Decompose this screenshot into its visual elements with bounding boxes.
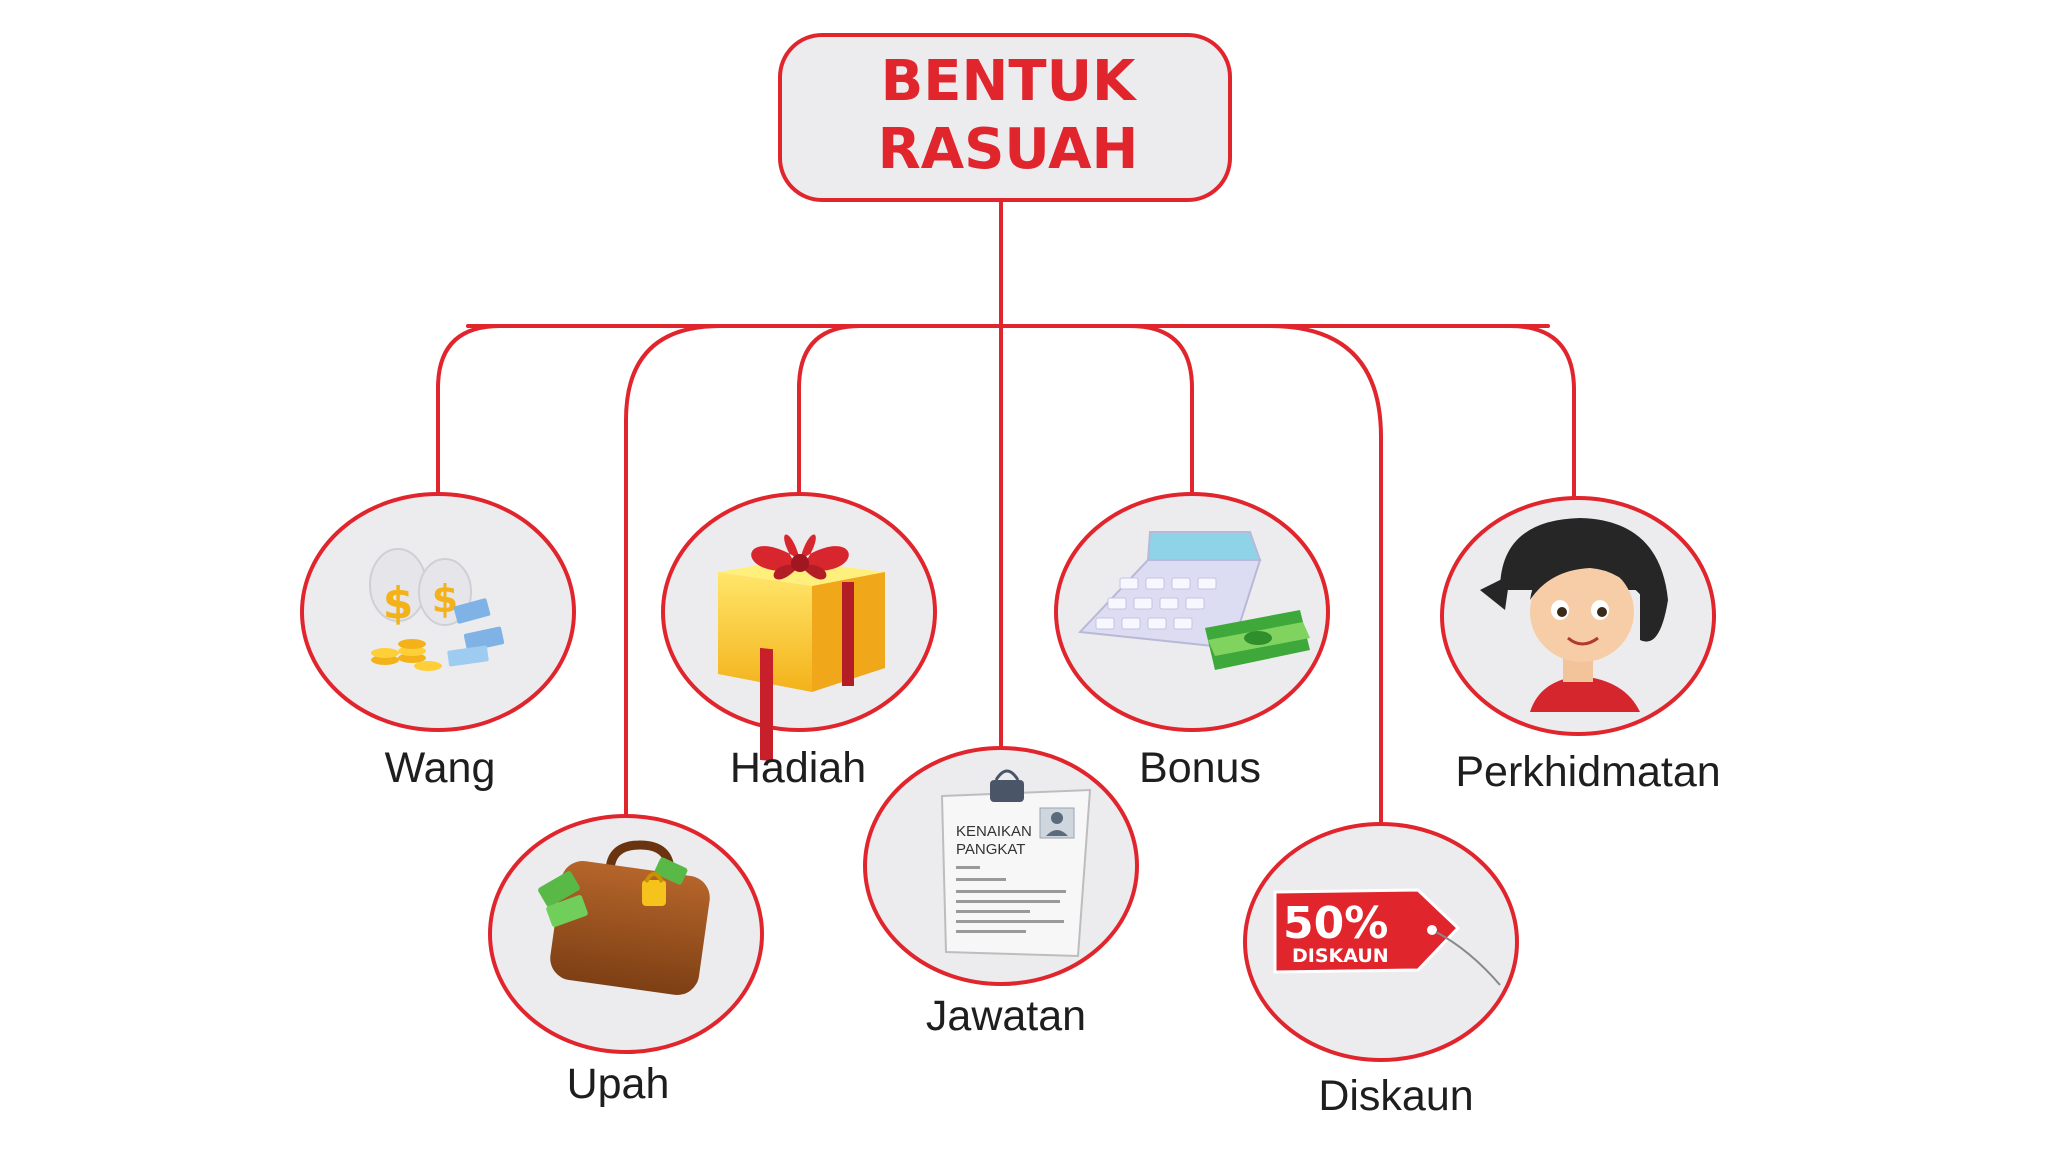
connector-hadiah bbox=[797, 324, 862, 498]
node-label-jawatan: Jawatan bbox=[926, 992, 1086, 1040]
discount-tag-icon: 50% DISKAUN bbox=[1273, 888, 1501, 986]
node-label-hadiah: Hadiah bbox=[730, 744, 866, 792]
node-jawatan: KENAIKAN PANGKAT Jawatan bbox=[863, 746, 1139, 1040]
promotion-doc-line-1: KENAIKAN bbox=[956, 823, 1032, 840]
connector-bonus bbox=[1128, 324, 1194, 498]
title-line-2: RASUAH bbox=[878, 117, 1139, 182]
svg-text:$: $ bbox=[383, 578, 414, 629]
svg-text:$: $ bbox=[432, 577, 458, 621]
connector-diskaun bbox=[1268, 324, 1383, 828]
connector-perkhidmatan bbox=[1508, 324, 1576, 498]
node-label-wang: Wang bbox=[385, 744, 496, 792]
woman-avatar-icon bbox=[1480, 518, 1668, 712]
connector-wang bbox=[436, 324, 502, 498]
connector-upah bbox=[624, 324, 722, 820]
title-line-1: BENTUK bbox=[881, 49, 1138, 114]
title-box: BENTUK RASUAH bbox=[778, 33, 1232, 202]
money-icon: $ $ bbox=[369, 548, 505, 671]
discount-percent: 50% bbox=[1283, 898, 1388, 949]
node-upah: Upah bbox=[488, 814, 764, 1108]
promotion-doc-line-2: PANGKAT bbox=[956, 841, 1025, 858]
briefcase-money-icon bbox=[538, 840, 710, 996]
node-bonus: Bonus bbox=[1054, 492, 1330, 792]
node-label-diskaun: Diskaun bbox=[1318, 1072, 1473, 1120]
discount-word: DISKAUN bbox=[1292, 945, 1389, 967]
node-diskaun: 50% DISKAUN Diskaun bbox=[1243, 822, 1519, 1120]
node-label-perkhidmatan: Perkhidmatan bbox=[1455, 748, 1720, 796]
node-wang: $ $ Wang bbox=[300, 492, 576, 792]
gift-box-icon bbox=[718, 534, 885, 762]
node-label-bonus: Bonus bbox=[1139, 744, 1261, 792]
calculator-cash-icon bbox=[1077, 531, 1310, 670]
promotion-document-icon: KENAIKAN PANGKAT bbox=[940, 769, 1092, 958]
node-perkhidmatan: Perkhidmatan bbox=[1440, 496, 1721, 796]
connector-lines bbox=[436, 198, 1576, 828]
node-label-upah: Upah bbox=[567, 1060, 670, 1108]
node-hadiah: Hadiah bbox=[661, 492, 937, 792]
